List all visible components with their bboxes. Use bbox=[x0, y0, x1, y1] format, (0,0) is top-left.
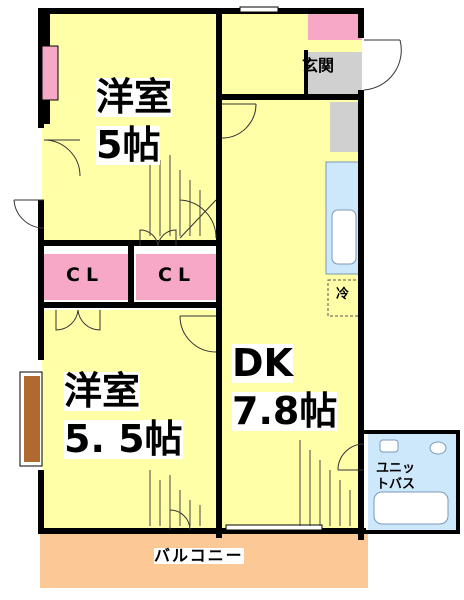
western-room-upper-name: 洋室 bbox=[96, 75, 173, 119]
storage-grey bbox=[330, 102, 362, 152]
entrance-floor bbox=[306, 52, 362, 96]
door-swings bbox=[13, 39, 402, 531]
window-upper-left bbox=[41, 45, 59, 101]
shoe-cabinet bbox=[308, 14, 362, 40]
dk-name: DK bbox=[232, 341, 293, 385]
toilet bbox=[429, 441, 447, 455]
balcony-label: バルコニー bbox=[154, 546, 244, 565]
window-lower-left bbox=[24, 376, 40, 462]
window-top-entrance bbox=[239, 6, 279, 13]
dk-size: 7.8帖 bbox=[232, 389, 338, 433]
washbasin bbox=[379, 439, 399, 453]
western-room-lower-name: 洋室 bbox=[64, 369, 141, 413]
closet-left bbox=[42, 254, 128, 300]
fridge-label: 冷 bbox=[336, 287, 350, 302]
closet-right bbox=[136, 254, 216, 300]
bathtub bbox=[373, 491, 449, 525]
closet-left-label: CL bbox=[66, 264, 105, 286]
window-balcony bbox=[225, 524, 323, 531]
walls bbox=[38, 8, 460, 540]
unit-bath-line2: トバス bbox=[376, 477, 416, 492]
closet-right-label: CL bbox=[158, 264, 197, 286]
entrance-label: 玄関 bbox=[302, 56, 335, 75]
western-room-lower-size: 5. 5帖 bbox=[64, 417, 183, 461]
western-room-upper-size: 5帖 bbox=[96, 123, 161, 167]
unit-bath-line1: ユニッ bbox=[376, 461, 416, 476]
sink bbox=[331, 209, 357, 265]
